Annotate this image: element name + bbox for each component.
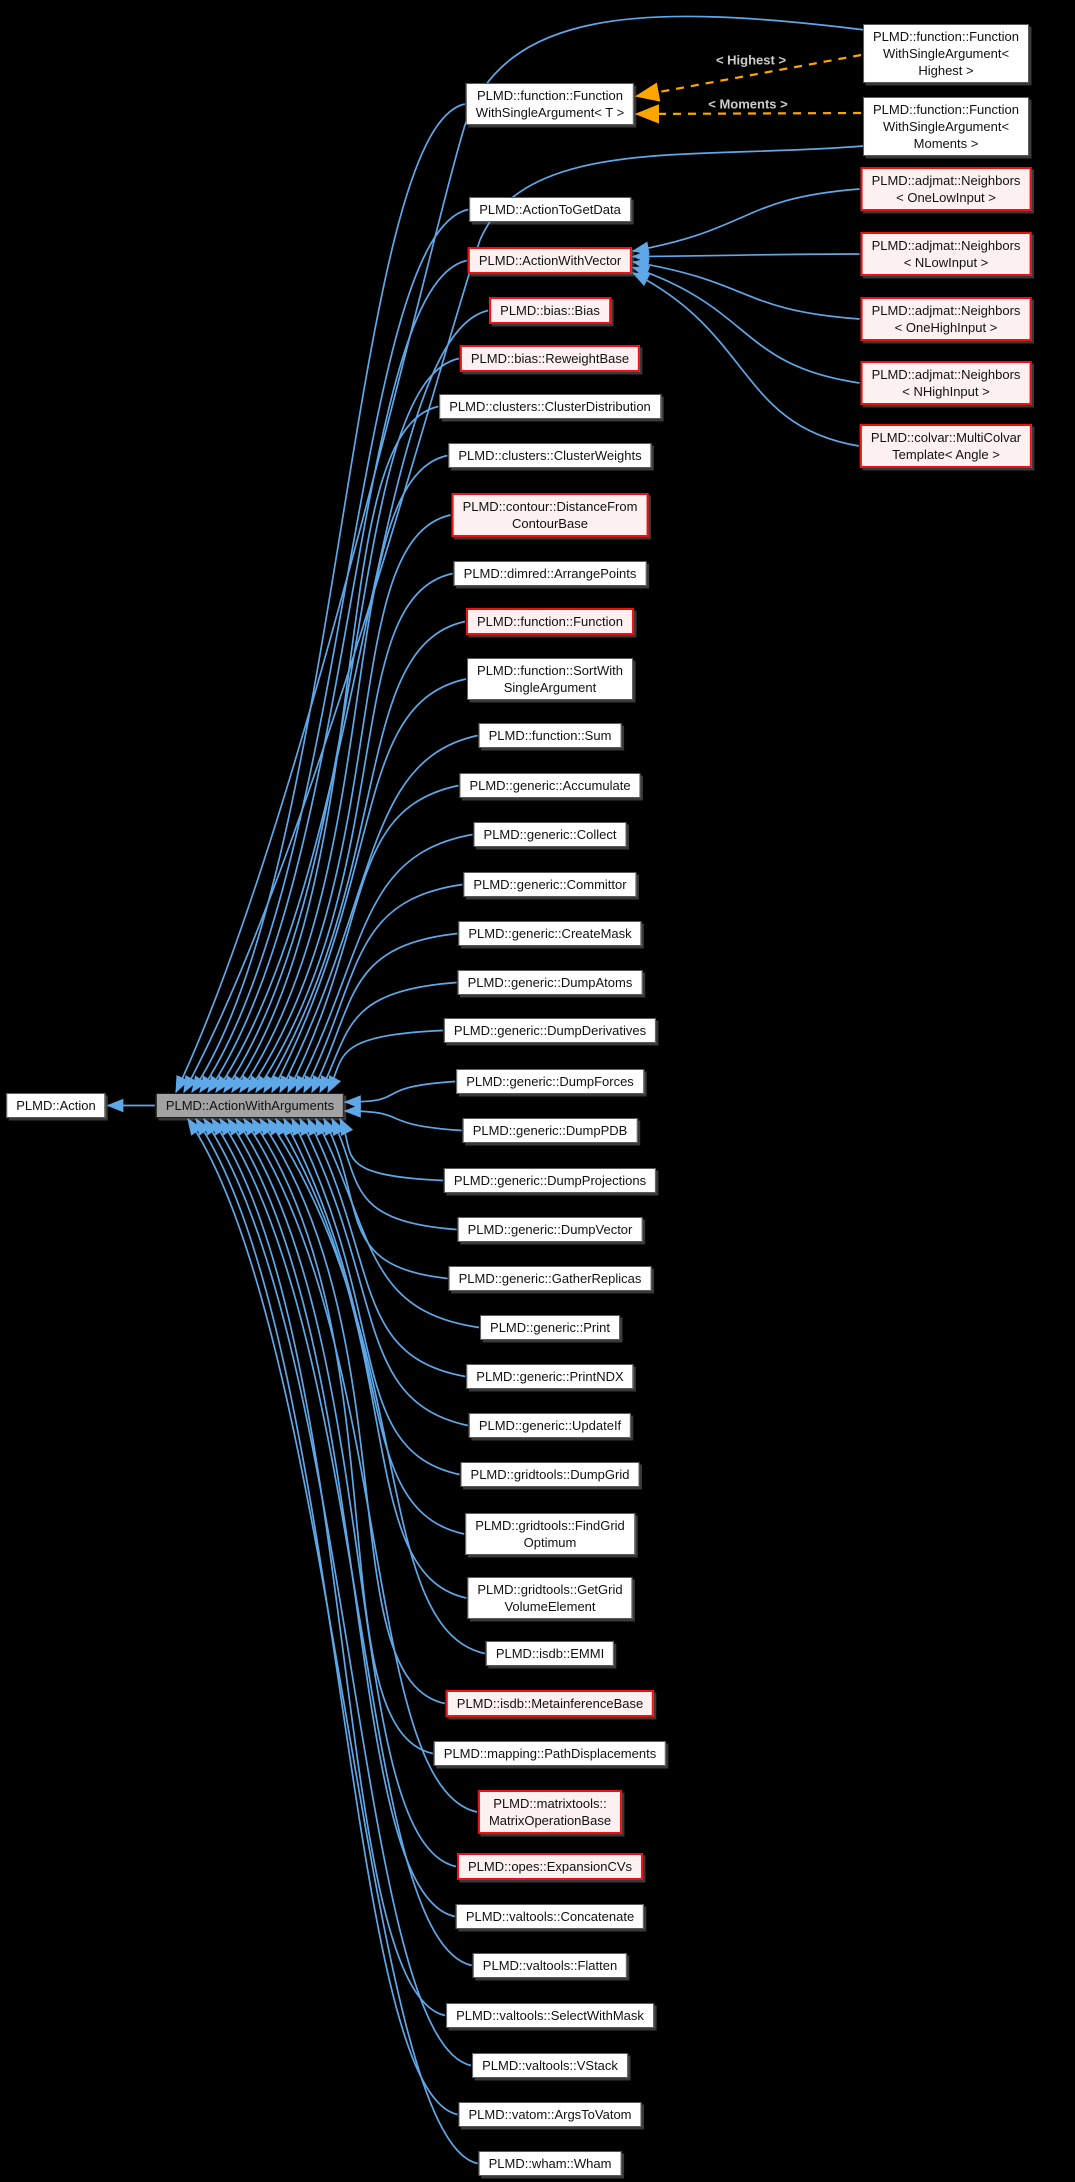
class-node-path-displacements[interactable]: PLMD::mapping::PathDisplacements [433,1741,667,1766]
template-arg-label-highest: < Highest > [715,52,787,68]
class-node-expansion-cvs[interactable]: PLMD::opes::ExpansionCVs [456,1853,644,1880]
class-node-function-with-single-argument-moments[interactable]: PLMD::function::Function WithSingleArgum… [863,97,1029,156]
class-node-sum[interactable]: PLMD::function::Sum [478,723,622,748]
class-node-bias[interactable]: PLMD::bias::Bias [489,297,611,324]
class-node-dump-projections[interactable]: PLMD::generic::DumpProjections [443,1168,657,1193]
class-node-action-with-arguments[interactable]: PLMD::ActionWithArguments [155,1093,345,1118]
class-node-sort-with-single-argument[interactable]: PLMD::function::SortWith SingleArgument [467,658,633,700]
class-node-flatten[interactable]: PLMD::valtools::Flatten [472,1953,628,1978]
class-node-emmi[interactable]: PLMD::isdb::EMMI [485,1641,615,1666]
class-node-dump-forces[interactable]: PLMD::generic::DumpForces [456,1069,644,1094]
class-node-vstack[interactable]: PLMD::valtools::VStack [472,2053,628,2078]
class-node-cluster-weights[interactable]: PLMD::clusters::ClusterWeights [448,443,652,468]
class-node-dump-vector[interactable]: PLMD::generic::DumpVector [457,1217,643,1242]
class-node-cluster-distribution[interactable]: PLMD::clusters::ClusterDistribution [439,394,661,419]
class-node-concatenate[interactable]: PLMD::valtools::Concatenate [455,1904,645,1929]
class-node-reweight-base[interactable]: PLMD::bias::ReweightBase [459,345,641,372]
class-node-metainference-base[interactable]: PLMD::isdb::MetainferenceBase [445,1690,655,1717]
class-node-neighbors-n-high-input[interactable]: PLMD::adjmat::Neighbors < NHighInput > [860,361,1032,405]
class-node-print[interactable]: PLMD::generic::Print [480,1315,620,1340]
class-node-multi-colvar-template-angle[interactable]: PLMD::colvar::MultiColvar Template< Angl… [859,424,1033,468]
class-node-committor[interactable]: PLMD::generic::Committor [463,872,637,897]
class-node-neighbors-one-low-input[interactable]: PLMD::adjmat::Neighbors < OneLowInput > [860,167,1032,211]
class-node-find-grid-optimum[interactable]: PLMD::gridtools::FindGrid Optimum [465,1513,635,1555]
class-node-update-if[interactable]: PLMD::generic::UpdateIf [468,1413,632,1438]
class-node-arrange-points[interactable]: PLMD::dimred::ArrangePoints [453,561,647,586]
class-node-get-grid-volume-element[interactable]: PLMD::gridtools::GetGrid VolumeElement [467,1577,633,1619]
class-node-dump-derivatives[interactable]: PLMD::generic::DumpDerivatives [443,1018,657,1043]
class-node-matrix-operation-base[interactable]: PLMD::matrixtools:: MatrixOperationBase [477,1790,623,1834]
template-arg-label-moments: < Moments > [708,96,788,112]
class-node-neighbors-one-high-input[interactable]: PLMD::adjmat::Neighbors < OneHighInput > [860,297,1032,341]
class-node-neighbors-n-low-input[interactable]: PLMD::adjmat::Neighbors < NLowInput > [860,232,1032,276]
class-node-accumulate[interactable]: PLMD::generic::Accumulate [459,773,641,798]
class-node-dump-atoms[interactable]: PLMD::generic::DumpAtoms [457,970,643,995]
class-node-select-with-mask[interactable]: PLMD::valtools::SelectWithMask [446,2003,654,2028]
class-node-collect[interactable]: PLMD::generic::Collect [473,822,627,847]
class-node-action-to-get-data[interactable]: PLMD::ActionToGetData [469,197,631,222]
class-node-create-mask[interactable]: PLMD::generic::CreateMask [458,921,642,946]
class-node-action-with-vector[interactable]: PLMD::ActionWithVector [467,247,633,274]
class-node-gather-replicas[interactable]: PLMD::generic::GatherReplicas [448,1266,652,1291]
class-node-function-with-single-argument-t[interactable]: PLMD::function::Function WithSingleArgum… [465,83,635,125]
class-node-args-to-vatom[interactable]: PLMD::vatom::ArgsToVatom [458,2102,642,2127]
class-node-distance-from-contour-base[interactable]: PLMD::contour::DistanceFrom ContourBase [451,493,649,537]
class-node-function[interactable]: PLMD::function::Function [466,608,634,635]
class-node-wham[interactable]: PLMD::wham::Wham [478,2151,622,2176]
class-node-action[interactable]: PLMD::Action [6,1093,106,1118]
class-node-function-with-single-argument-highest[interactable]: PLMD::function::Function WithSingleArgum… [863,24,1029,83]
class-node-print-ndx[interactable]: PLMD::generic::PrintNDX [466,1364,634,1389]
class-node-dump-pdb[interactable]: PLMD::generic::DumpPDB [462,1118,638,1143]
class-node-dump-grid[interactable]: PLMD::gridtools::DumpGrid [460,1462,640,1487]
